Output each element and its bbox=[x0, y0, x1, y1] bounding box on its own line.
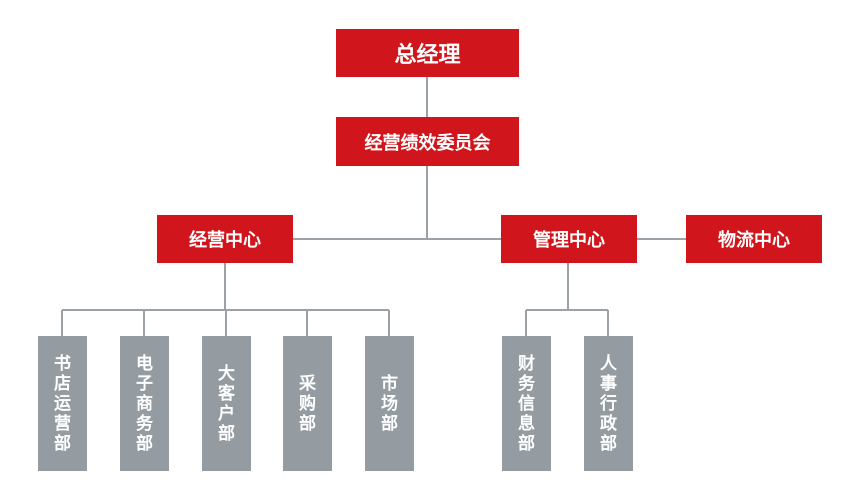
node-logistics-center-label: 物流中心 bbox=[718, 230, 790, 251]
dept-finance-info: 财务信息部 bbox=[502, 336, 551, 471]
node-operations-center-label: 经营中心 bbox=[189, 230, 261, 251]
dept-key-accounts-label: 大客户部 bbox=[218, 363, 235, 444]
dept-purchasing: 采购部 bbox=[283, 336, 332, 471]
dept-hr-admin: 人事行政部 bbox=[584, 336, 633, 471]
dept-purchasing-label: 采购部 bbox=[299, 373, 316, 434]
dept-ecommerce-label: 电子商务部 bbox=[136, 353, 153, 454]
dept-key-accounts: 大客户部 bbox=[202, 336, 251, 471]
node-logistics-center: 物流中心 bbox=[686, 215, 822, 263]
dept-hr-admin-label: 人事行政部 bbox=[600, 353, 617, 454]
node-management-center: 管理中心 bbox=[501, 215, 637, 263]
node-committee: 经营绩效委员会 bbox=[336, 117, 519, 166]
dept-marketing-label: 市场部 bbox=[381, 373, 398, 434]
dept-bookstore-ops: 书店运营部 bbox=[38, 336, 87, 471]
dept-marketing: 市场部 bbox=[365, 336, 414, 471]
dept-ecommerce: 电子商务部 bbox=[120, 336, 169, 471]
node-ceo: 总经理 bbox=[336, 29, 519, 77]
node-operations-center: 经营中心 bbox=[157, 215, 293, 263]
node-management-center-label: 管理中心 bbox=[533, 230, 605, 251]
dept-finance-info-label: 财务信息部 bbox=[518, 353, 535, 454]
dept-bookstore-ops-label: 书店运营部 bbox=[54, 353, 71, 454]
node-ceo-label: 总经理 bbox=[394, 43, 461, 68]
node-committee-label: 经营绩效委员会 bbox=[364, 132, 491, 154]
